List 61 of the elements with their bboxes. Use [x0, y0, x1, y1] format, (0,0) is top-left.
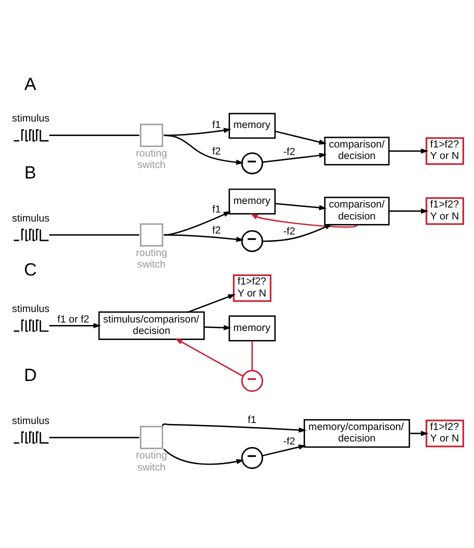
arrow	[161, 423, 306, 433]
connector	[48, 234, 139, 236]
arrow	[48, 323, 100, 328]
arrow	[188, 294, 236, 313]
connector	[48, 436, 139, 438]
node-box: f1>f2? Y or N	[425, 420, 464, 448]
node-box: comparison/ decision	[324, 136, 390, 166]
arrow	[163, 134, 244, 165]
arrow	[174, 338, 243, 377]
edge-label: -f2	[282, 436, 295, 448]
node-box	[139, 426, 163, 450]
arrow	[163, 211, 231, 236]
node-circle: −	[240, 447, 263, 469]
arrow	[274, 202, 326, 210]
node-circle: −	[240, 370, 263, 392]
node-box: comparison/ decision	[324, 196, 390, 226]
arrow	[163, 128, 231, 136]
arrow	[262, 224, 332, 242]
node-text: stimulus	[12, 304, 50, 316]
node-box: memory	[228, 112, 276, 139]
node-label: routing switch	[135, 248, 167, 271]
node-box: memory/comparison/ decision	[303, 419, 410, 448]
node-box	[139, 124, 163, 147]
node-text: stimulus	[12, 416, 50, 427]
arrow	[204, 325, 231, 330]
node-box: memory	[228, 188, 276, 214]
arrow	[262, 444, 306, 456]
label: A	[24, 74, 36, 94]
edge-label: f1	[212, 120, 220, 131]
node-box: f1>f2? Y or N	[425, 137, 464, 165]
arrow	[274, 130, 326, 145]
arrow	[163, 234, 244, 242]
edge-label: f1 or f2	[56, 314, 89, 326]
arrow	[408, 430, 428, 436]
connector	[48, 134, 139, 136]
label: C	[24, 259, 36, 280]
node-box: f1>f2? Y or N	[232, 274, 271, 302]
label: D	[24, 365, 36, 386]
arrow	[250, 214, 357, 228]
node-text: stimulus	[12, 114, 50, 125]
node-box: memory	[228, 315, 276, 342]
arrow	[388, 148, 428, 154]
arrow	[162, 448, 244, 465]
edge-label: f2	[212, 146, 220, 158]
arrow	[262, 152, 326, 163]
connector	[250, 340, 252, 371]
edge-label: f1	[247, 415, 256, 426]
label: B	[24, 162, 36, 183]
edge-label: f2	[212, 226, 220, 237]
edge-label: -f2	[282, 226, 295, 238]
edge-label: f1	[212, 204, 220, 216]
node-label: routing switch	[135, 148, 167, 172]
edge-label: -f2	[282, 147, 295, 158]
arrow	[388, 208, 428, 214]
node-box: f1>f2? Y or N	[425, 197, 464, 225]
node-box: stimulus/comparison/ decision	[98, 311, 204, 340]
node-circle: −	[240, 230, 263, 252]
node-label: routing switch	[135, 450, 167, 474]
node-circle: −	[240, 152, 263, 174]
node-text: stimulus	[12, 213, 50, 224]
node-box	[139, 223, 163, 247]
